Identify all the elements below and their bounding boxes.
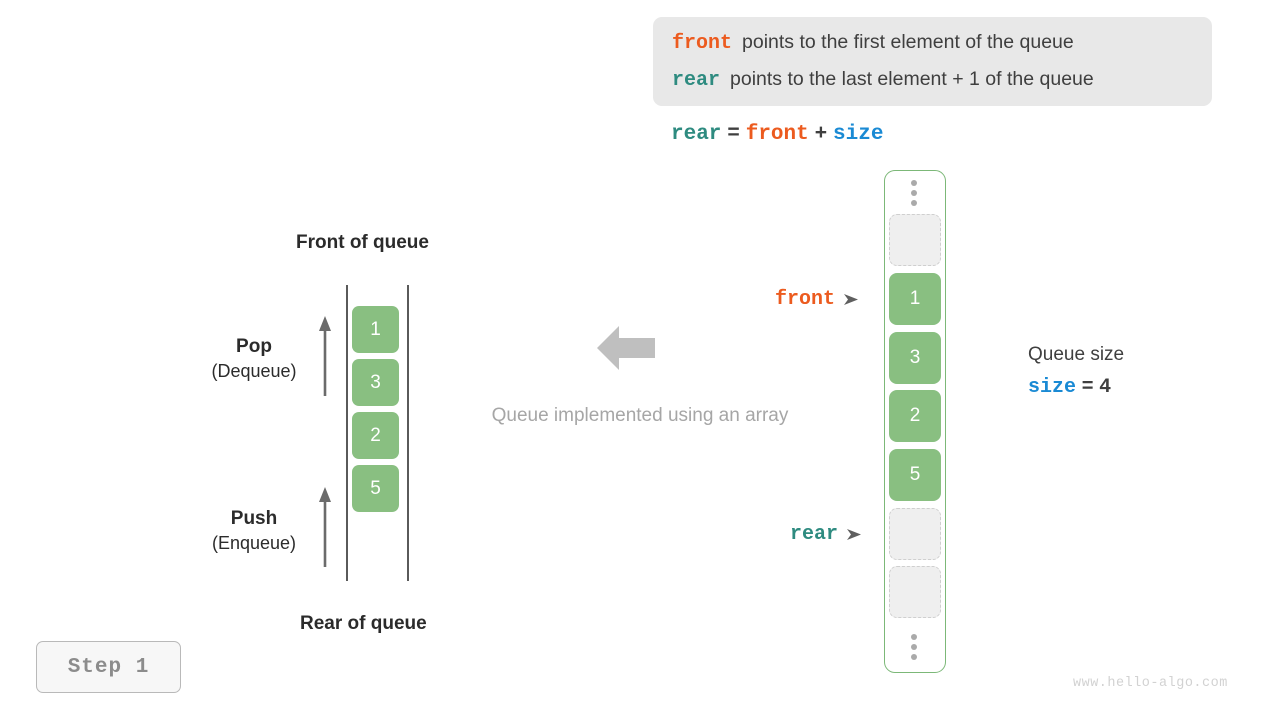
pop-label-name: Pop	[236, 336, 272, 357]
rear-definition-text: points to the last element + 1 of the qu…	[730, 68, 1094, 90]
queue-size-expression: size = 4	[1028, 375, 1124, 399]
formula-plus: +	[814, 123, 828, 146]
rear-pointer-label: rear	[790, 523, 839, 546]
array-slot	[889, 508, 941, 560]
rear-of-queue-label: Rear of queue	[300, 613, 427, 634]
size-equals: =	[1081, 376, 1094, 399]
triangle-right-icon	[847, 529, 862, 540]
front-definition-line: front points to the first element of the …	[672, 31, 1074, 55]
array-slot: 2	[889, 390, 941, 442]
formula-front-term: front	[745, 123, 809, 146]
watermark: www.hello-algo.com	[1073, 676, 1228, 691]
queue-rail-left	[346, 285, 348, 581]
queue-size-title: Queue size	[1028, 344, 1125, 365]
rear-pointer: rear	[790, 523, 862, 546]
pointer-definitions-box: front points to the first element of the …	[653, 17, 1212, 106]
array-slot: 3	[889, 332, 941, 384]
diagram-caption: Queue implemented using an array	[491, 405, 789, 426]
push-label-alt: (Enqueue)	[211, 533, 297, 553]
vertical-ellipsis-icon	[911, 634, 918, 660]
array-slot	[889, 214, 941, 266]
triangle-right-icon	[844, 294, 859, 305]
pop-operation-label: Pop (Dequeue)	[190, 336, 318, 382]
arrow-left-icon	[597, 326, 655, 370]
arrow-up-icon	[319, 487, 331, 567]
front-keyword: front	[672, 32, 733, 55]
step-badge: Step 1	[36, 641, 181, 693]
rear-keyword: rear	[672, 69, 721, 92]
size-keyword: size	[1028, 376, 1077, 399]
pop-label-alt: (Dequeue)	[211, 361, 297, 381]
formula-rear-term: rear	[671, 123, 722, 146]
front-definition-text: points to the first element of the queue	[742, 31, 1074, 53]
push-label-name: Push	[230, 508, 278, 529]
arrow-up-icon	[319, 316, 331, 396]
queue-rail-right	[407, 285, 409, 581]
size-value: 4	[1099, 376, 1112, 399]
front-pointer-label: front	[775, 288, 836, 311]
formula-equals: =	[727, 123, 740, 146]
queue-cell: 2	[352, 412, 399, 459]
formula-size-term: size	[833, 123, 884, 146]
array-slot	[889, 566, 941, 618]
rear-formula: rear = front + size	[671, 121, 883, 146]
queue-size-note: Queue size size = 4	[1028, 344, 1124, 399]
queue-cell: 1	[352, 306, 399, 353]
rear-definition-line: rear points to the last element + 1 of th…	[672, 68, 1094, 92]
push-operation-label: Push (Enqueue)	[190, 508, 318, 554]
vertical-ellipsis-icon	[911, 180, 918, 206]
queue-cell: 5	[352, 465, 399, 512]
array-slot: 1	[889, 273, 941, 325]
queue-cell: 3	[352, 359, 399, 406]
array-slot: 5	[889, 449, 941, 501]
front-pointer: front	[775, 288, 859, 311]
front-of-queue-label: Front of queue	[296, 232, 429, 253]
